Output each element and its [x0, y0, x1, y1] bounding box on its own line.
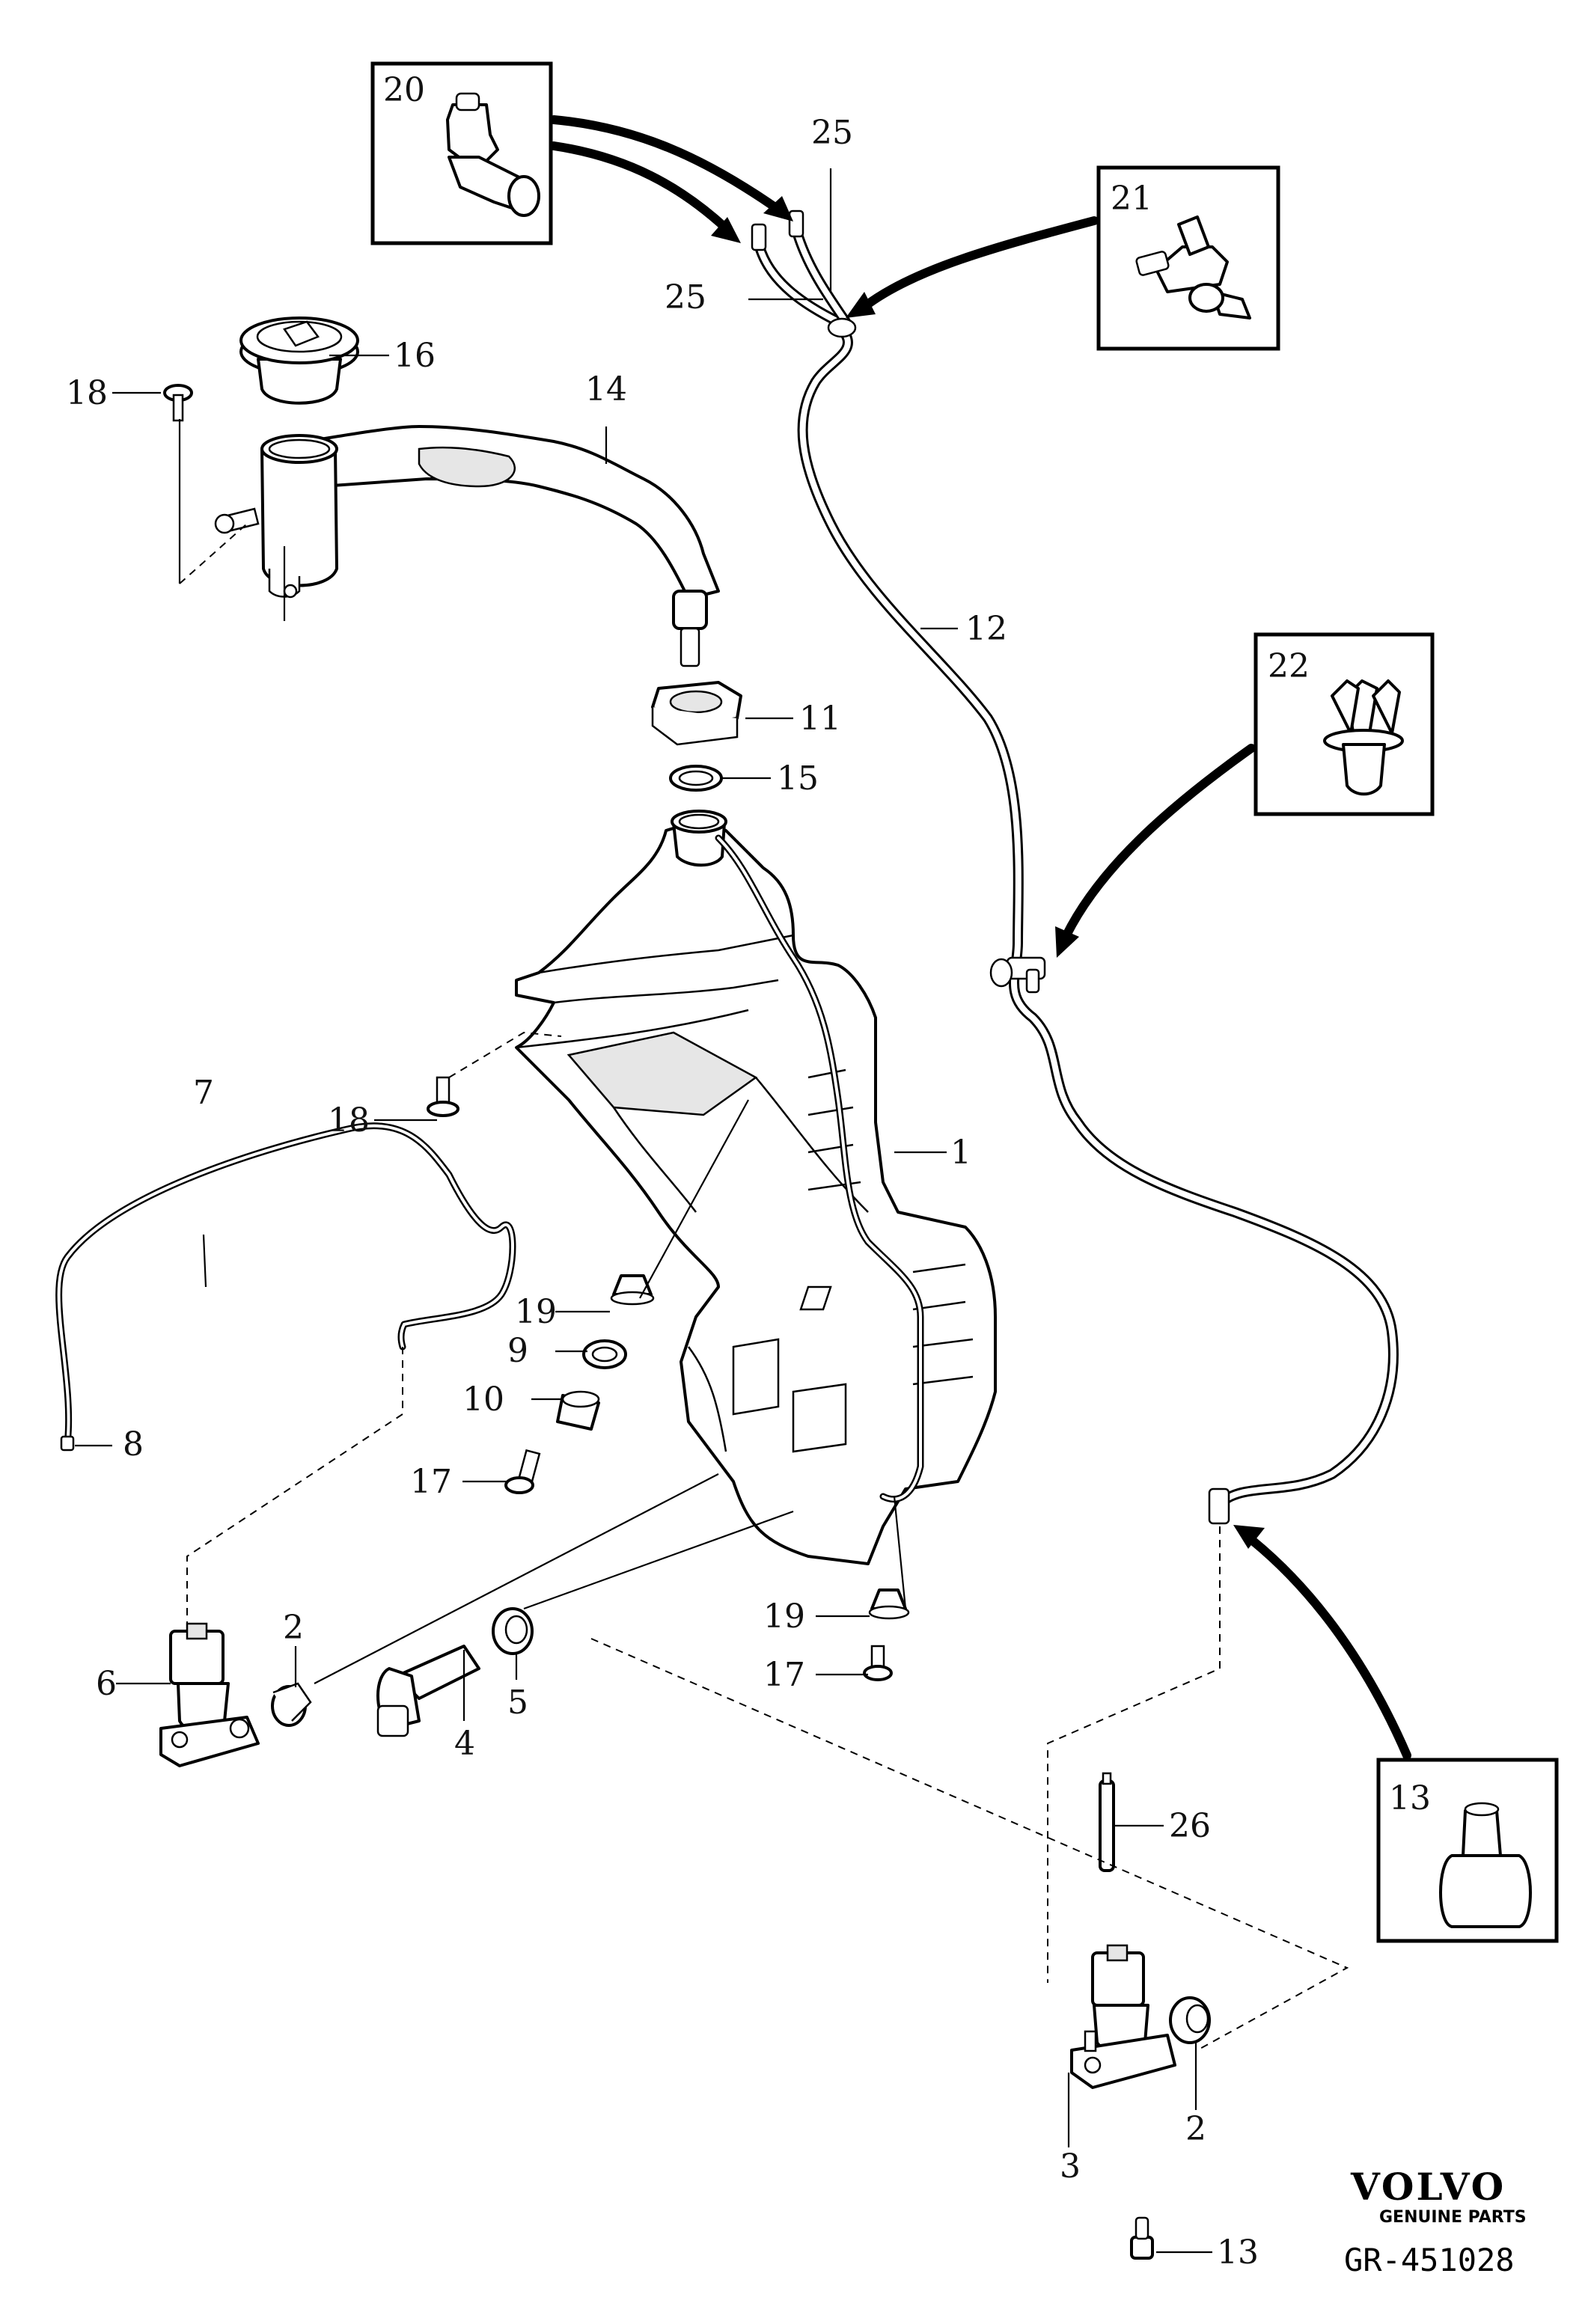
label-17a: 17 — [410, 1463, 452, 1501]
grommet-9 — [582, 1339, 627, 1369]
label-8: 8 — [123, 1425, 144, 1464]
label-18b: 18 — [328, 1101, 370, 1140]
label-10: 10 — [462, 1380, 504, 1419]
label-19a: 19 — [515, 1293, 557, 1331]
clip-19-mid — [610, 1274, 655, 1306]
label-11: 11 — [799, 700, 841, 738]
nut-11 — [651, 681, 742, 746]
part-labels: 1 2 2 3 4 5 6 7 8 9 10 11 12 13 13 14 15… — [66, 71, 1431, 2272]
washer-pump-6 — [159, 1622, 260, 1767]
label-3: 3 — [1060, 2147, 1081, 2186]
elbow-4 — [376, 1645, 480, 1737]
arrows — [549, 115, 1411, 1760]
label-16: 16 — [394, 337, 436, 375]
nozzle-13-bottom — [1130, 2216, 1154, 2260]
callout-box-21 — [1096, 165, 1280, 351]
grommet-2a — [271, 1682, 312, 1727]
label-9: 9 — [507, 1332, 528, 1370]
callout-box-20 — [370, 61, 553, 245]
callout-box-13 — [1376, 1758, 1559, 1943]
bolt-18-top — [163, 384, 193, 422]
label-2b: 2 — [1185, 2110, 1206, 2148]
bolt-17-low — [863, 1645, 893, 1681]
label-12: 12 — [965, 610, 1007, 648]
drawing-code: GR-451028 — [1344, 2242, 1515, 2278]
brand-block: VOLVO GENUINE PARTS GR-451028 — [1344, 2165, 1527, 2278]
bolt-17-mid — [504, 1449, 541, 1494]
label-2a: 2 — [283, 1609, 304, 1647]
label-13b: 13 — [1217, 2233, 1259, 2272]
callout-box-22 — [1253, 632, 1435, 816]
label-19b: 19 — [763, 1597, 805, 1636]
hose-clip-22 — [989, 956, 1046, 994]
hose-7 — [55, 1122, 516, 1452]
label-18a: 18 — [66, 374, 108, 412]
label-7: 7 — [193, 1074, 214, 1112]
label-21: 21 — [1111, 180, 1152, 218]
label-25b: 25 — [665, 278, 706, 317]
clip-19-low — [868, 1588, 910, 1620]
filler-neck-14 — [214, 425, 720, 667]
genuine-parts-text: GENUINE PARTS — [1379, 2208, 1527, 2227]
leader-lines — [75, 168, 1349, 2254]
filler-cap-16 — [239, 317, 359, 405]
tube-26 — [1099, 1772, 1115, 1872]
label-14: 14 — [585, 370, 627, 409]
nozzle-8 — [60, 1435, 75, 1452]
hose-12 — [751, 210, 1399, 1525]
bolt-18-mid — [427, 1076, 459, 1117]
label-26: 26 — [1169, 1807, 1211, 1845]
label-6: 6 — [96, 1665, 117, 1703]
label-15: 15 — [777, 759, 819, 798]
label-4: 4 — [454, 1725, 475, 1763]
label-22: 22 — [1268, 647, 1310, 685]
label-20: 20 — [383, 71, 425, 109]
washer-pump-3 — [1070, 1944, 1176, 2089]
label-1: 1 — [950, 1134, 971, 1172]
seal-10 — [556, 1390, 600, 1431]
washer-reservoir-1 — [515, 810, 997, 1565]
label-5: 5 — [507, 1684, 528, 1722]
label-25a: 25 — [811, 114, 853, 152]
label-17b: 17 — [763, 1656, 805, 1694]
label-13a: 13 — [1389, 1779, 1431, 1817]
grommet-5 — [492, 1607, 534, 1655]
grommet-2b — [1169, 1996, 1211, 2044]
volvo-logo-text: VOLVO — [1350, 2165, 1506, 2209]
